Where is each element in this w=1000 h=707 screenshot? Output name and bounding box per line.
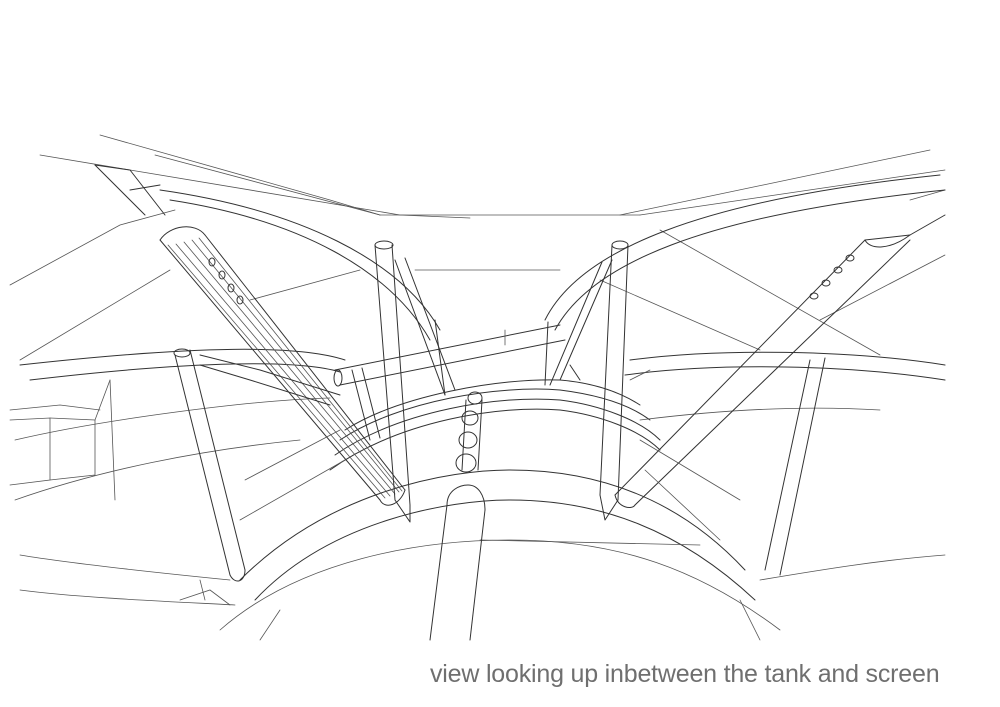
right-lower-post [629,357,826,576]
arch-right [544,174,946,331]
left-lower-post [173,348,341,582]
right-diagonal-pipe [614,214,946,508]
left-box [9,379,116,501]
central-pipe [429,484,486,641]
ring-stack [455,391,483,473]
cross-bar [333,324,566,387]
left-diagonal-pipe [94,164,406,506]
caption: view looking up inbetween the tank and s… [430,660,940,688]
arch-left [159,189,441,341]
left-vertical-strut [374,240,411,523]
horizontal-bands [14,348,946,606]
diagonal-braces [351,257,613,441]
central-dome [219,379,781,641]
right-vertical-strut [599,240,629,521]
lower-bracing [179,429,741,606]
ceiling-planes [9,134,946,361]
